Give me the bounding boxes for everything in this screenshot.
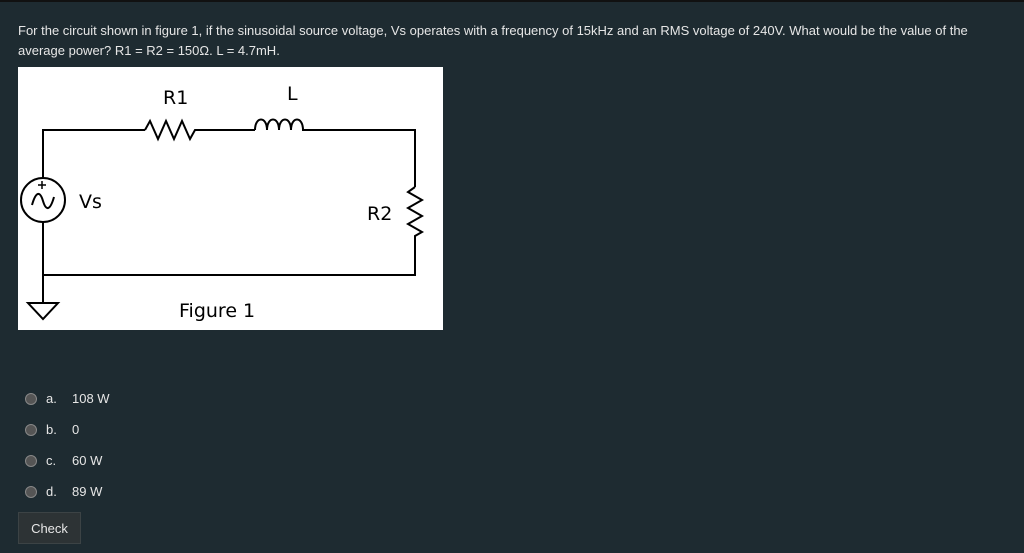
option-letter: c.	[46, 453, 57, 468]
option-a[interactable]: a. 108 W	[25, 383, 110, 414]
top-border	[0, 0, 1024, 2]
l-label: L	[287, 83, 298, 105]
radio-button[interactable]	[25, 485, 37, 498]
voltage-source	[20, 177, 66, 223]
option-text: 89 W	[72, 484, 103, 499]
option-text: 0	[72, 422, 80, 437]
option-d[interactable]: d. 89 W	[25, 476, 110, 507]
option-text: 60 W	[72, 453, 103, 468]
vs-label: Vs	[79, 191, 102, 213]
radio-button[interactable]	[25, 392, 37, 405]
option-text: 108 W	[72, 391, 110, 406]
option-b[interactable]: b. 0	[25, 414, 110, 445]
wire	[42, 129, 145, 178]
radio-button[interactable]	[25, 454, 37, 467]
r2-resistor	[42, 186, 425, 276]
r2-label: R2	[367, 203, 392, 225]
option-letter: b.	[46, 422, 57, 437]
option-c[interactable]: c. 60 W	[25, 445, 110, 476]
ground-symbol	[25, 275, 61, 321]
check-button[interactable]: Check	[18, 512, 81, 544]
radio-button[interactable]	[25, 423, 37, 436]
r1-resistor	[144, 118, 255, 142]
question-text: For the circuit shown in figure 1, if th…	[18, 23, 968, 58]
option-letter: d.	[46, 484, 57, 499]
circuit-figure: R1 L Vs R2 Figure 1	[18, 67, 443, 330]
answer-options: a. 108 W b. 0 c. 60 W d. 89 W	[25, 383, 110, 507]
figure-caption: Figure 1	[179, 300, 255, 322]
inductor	[254, 118, 416, 187]
r1-label: R1	[163, 87, 188, 109]
option-letter: a.	[46, 391, 57, 406]
